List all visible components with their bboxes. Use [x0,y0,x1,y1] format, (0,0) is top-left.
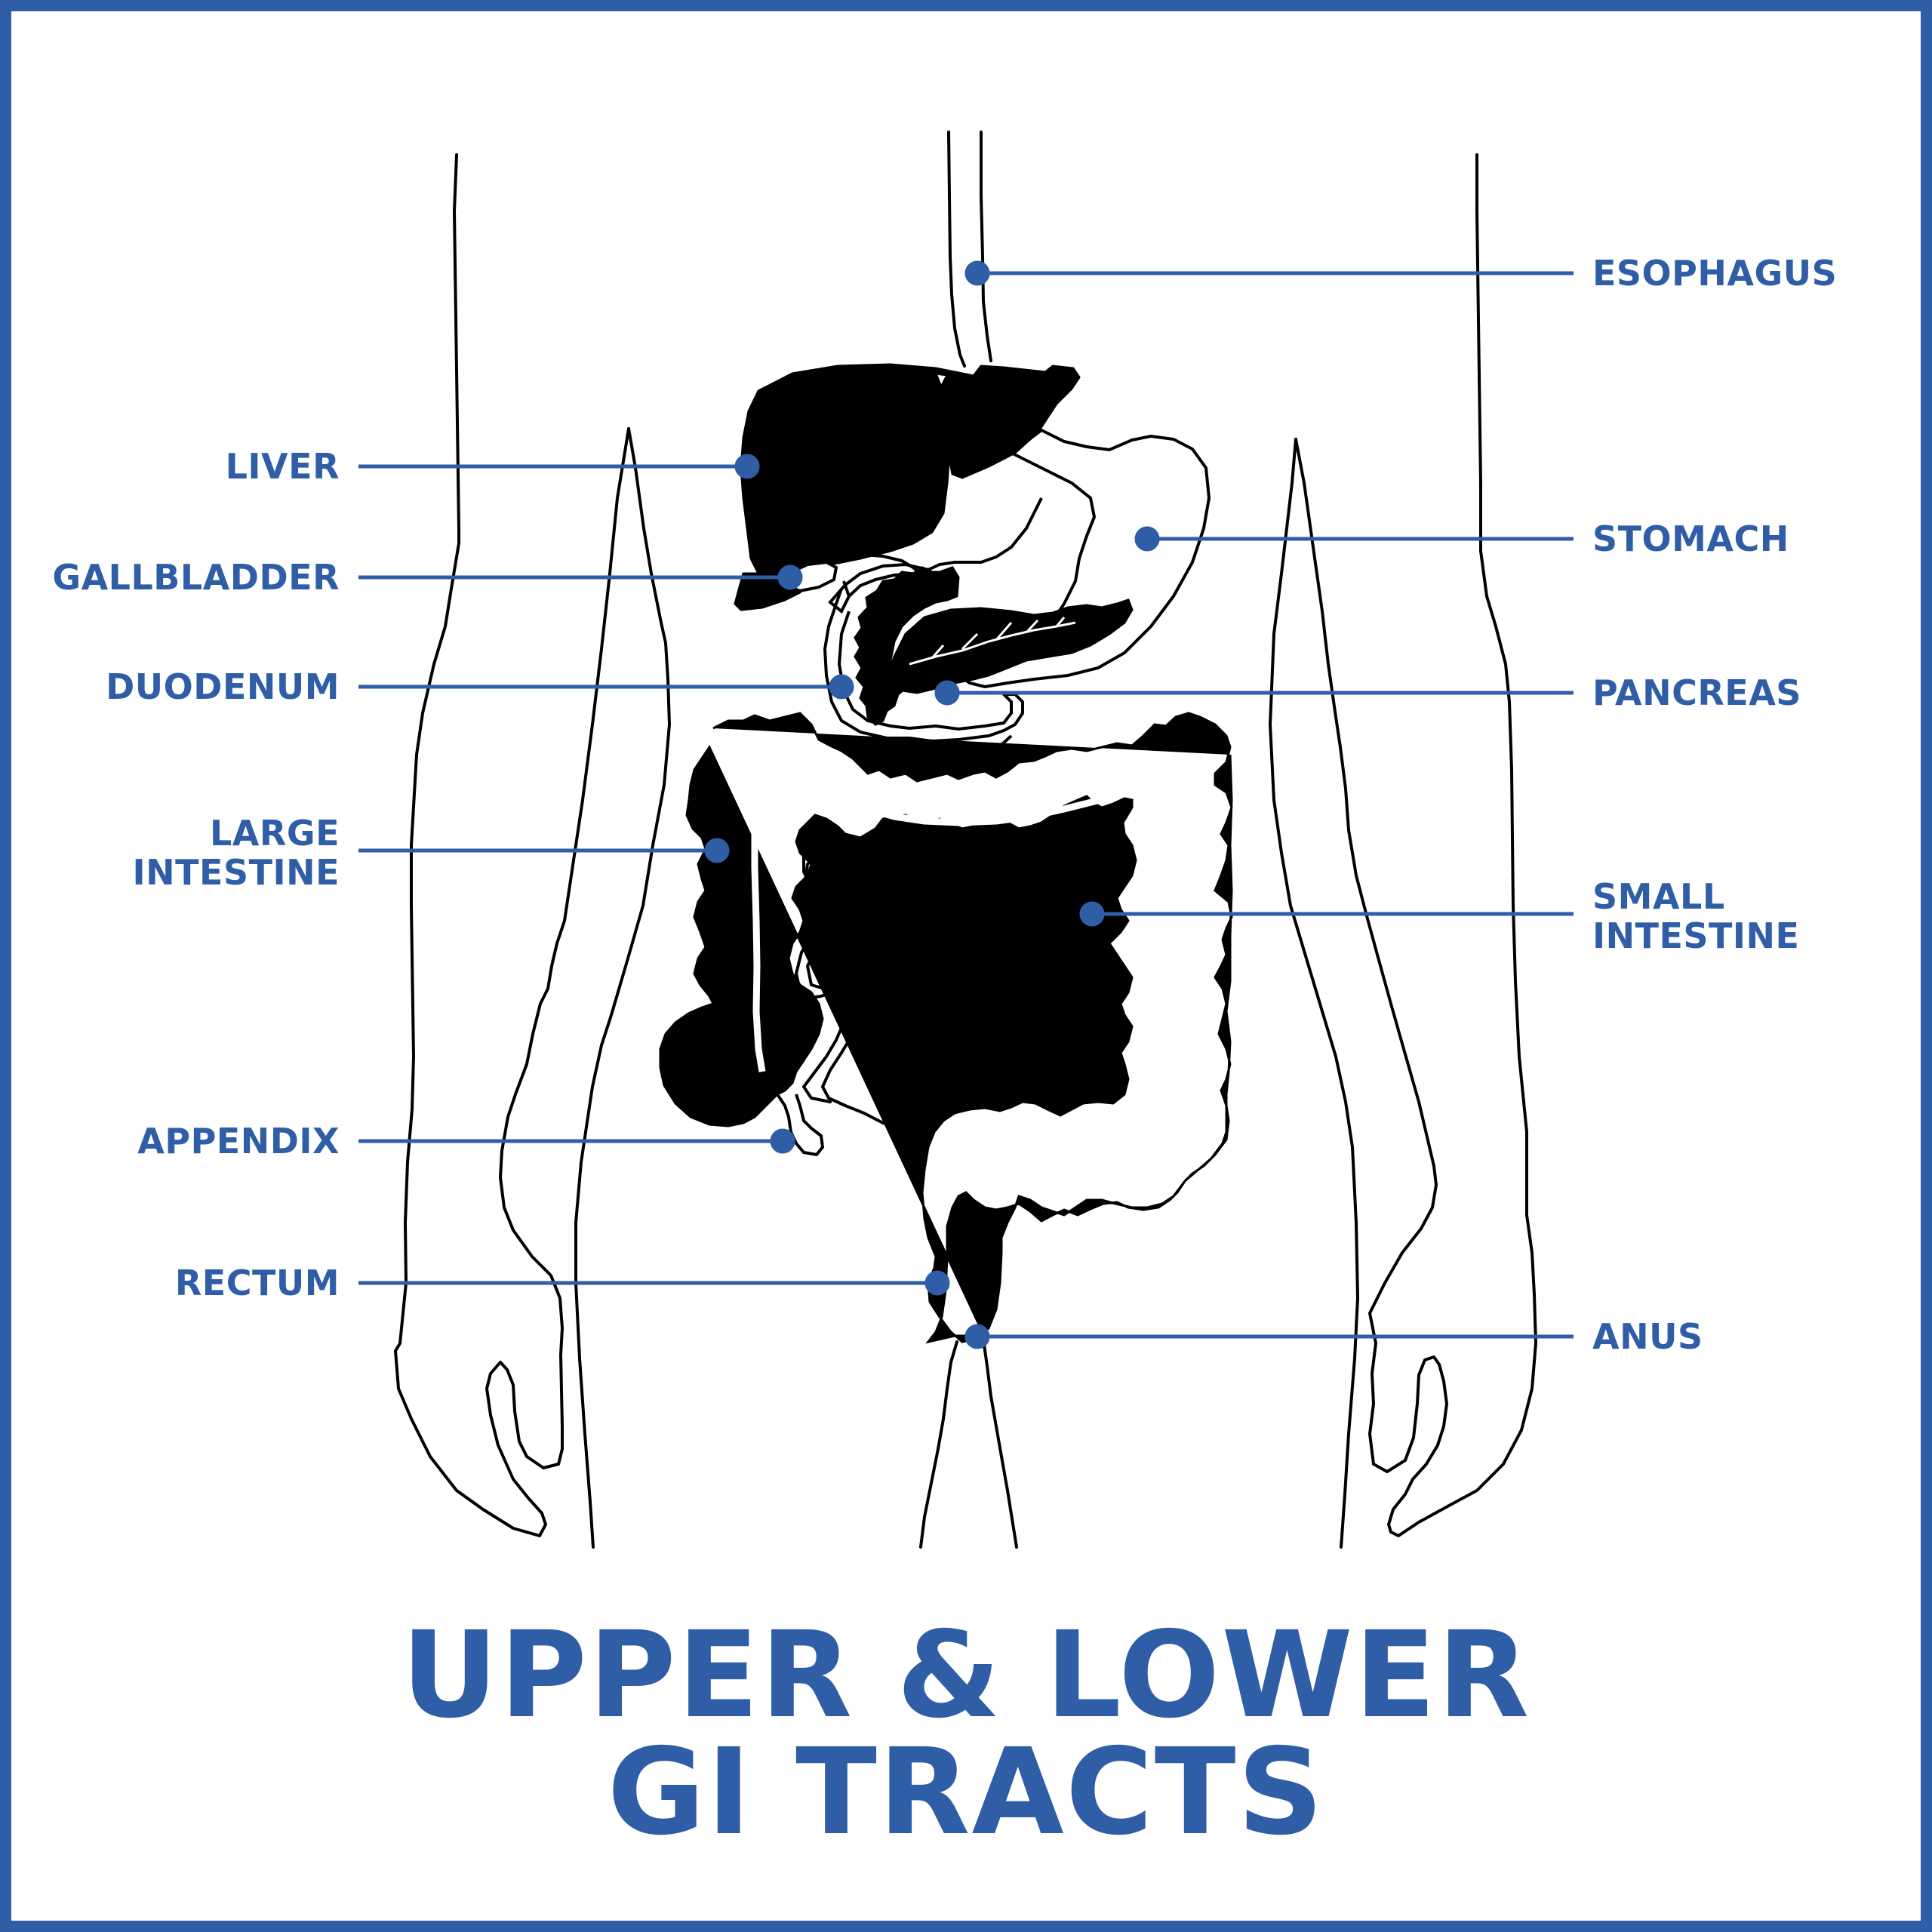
leader-lines [358,260,1574,1349]
appendix-dot [770,1128,795,1154]
liver-shape [740,363,1081,575]
large-intestine-shape [659,712,1233,1344]
large-intestine-dot [704,838,730,863]
appendix-shape [776,1093,825,1157]
rectum-dot [924,1270,950,1296]
label-pancreas: PANCREAS [1592,672,1801,713]
stomach-shape [955,428,1211,689]
pancreas-shape [888,598,1134,694]
duodenum-dark [854,566,960,726]
body-outline [394,131,1537,1549]
label-duodenum: DUODENUM [106,666,340,707]
small-intestine-coils [795,835,1117,1130]
duodenum-dot [829,674,854,700]
pancreas-duct [909,617,1076,666]
liver-dot [734,454,760,479]
label-large-intestine: LARGE INTESTINE [132,813,340,893]
label-rectum: RECTUM [174,1263,340,1303]
title-line-2: GI TRACTS [607,1723,1325,1862]
label-anus: ANUS [1592,1316,1703,1357]
label-liver: LIVER [225,446,340,487]
large-intestine-channel [751,770,1198,1192]
small-intestine-dot [1079,901,1105,927]
label-gallbladder: GALLBLADDER [52,557,340,598]
esophagus-dot [964,260,990,286]
pancreas-dot [934,680,960,706]
title-line-1: UPPER & LOWER [401,1606,1531,1745]
label-stomach: STOMACH [1592,518,1789,559]
label-appendix: APPENDIX [137,1121,340,1161]
gallbladder-dot [777,565,803,590]
label-small-intestine: SMALL INTESTINE [1592,876,1800,956]
anus-dot [964,1324,990,1349]
stomach-dot [1134,526,1160,552]
label-esophagus: ESOPHAGUS [1592,253,1838,294]
